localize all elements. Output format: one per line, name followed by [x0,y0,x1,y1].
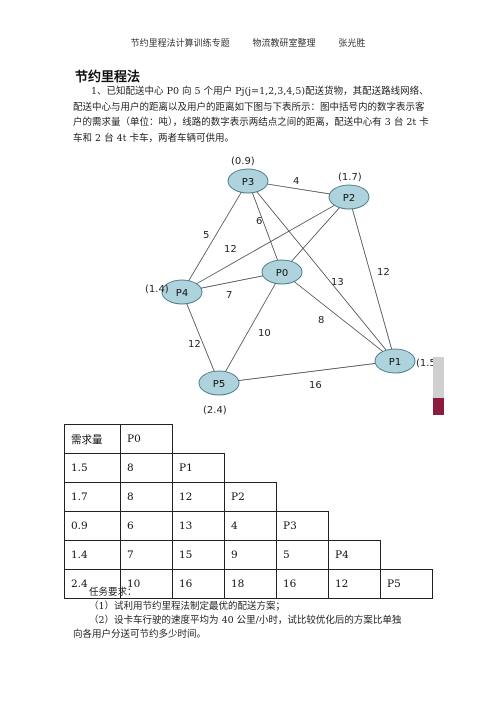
node-p1 [374,348,416,374]
table-cell: P0 [120,424,173,454]
node-label-p2: P2 [343,193,355,204]
requirement-item-2: （2）设卡车行驶的速度平均为 40 公里/小时，试比较优化后的方案比单独 [89,615,402,626]
node-p4 [161,279,203,305]
edges [181,180,396,384]
edge-p4-p5 [181,291,220,384]
table-cell: 1.4 [64,540,121,570]
node-p5 [198,370,240,396]
table-cell: 15 [172,540,225,570]
demand-label-p3: (0.9) [231,156,255,167]
table-cell: 7 [120,540,173,570]
edge-label: 6 [256,216,262,227]
table-cell: 10 [120,569,173,599]
table-row: 需求量 P0 [64,424,433,454]
table-cell: 12 [172,482,225,512]
edge-p2-p4 [181,196,350,293]
header-right: 张光胜 [338,39,366,49]
demand-label-p5: (2.4) [203,405,227,416]
table-cell: 5 [276,540,329,570]
table-row: 1.7 8 12 P2 [64,482,433,512]
edge-p3-p4 [181,180,249,293]
network-diagram: 4 6 5 12 7 13 8 12 10 12 16 P3 P2 P0 P4 … [145,156,440,416]
demand-label-p2: (1.7) [338,172,362,183]
edge-p5-p1 [218,360,396,384]
edge-label: 8 [318,315,324,326]
edge-label: 4 [293,176,299,187]
node-label-p4: P4 [176,288,188,299]
table-cell: 12 [328,569,381,599]
demand-label-p4: (1.4) [145,284,169,295]
edge-p0-p1 [281,271,396,362]
node-label-p0: P0 [276,268,288,279]
requirements-block: 任务要求： （1）试利用节约里程法制定最优的配送方案； （2）设卡车行驶的速度平… [73,586,429,642]
requirements-heading: 任务要求： [89,587,137,598]
table-row: 1.4 7 15 9 5 P4 [64,540,433,570]
edge-label: 12 [377,267,390,278]
table-cell: P2 [224,482,277,512]
margin-bar [433,357,444,415]
table-cell: 18 [224,569,277,599]
node-p2 [328,184,370,210]
table-cell: 0.9 [64,511,121,541]
edge-p2-p0 [281,196,350,273]
table-cell: P1 [172,453,225,483]
table-cell: P4 [328,540,381,570]
table-cell: 6 [120,511,173,541]
table-cell: 1.5 [64,453,121,483]
table-cell: 13 [172,511,225,541]
node-label-p1: P1 [389,357,401,368]
edge-label: 7 [226,290,232,301]
table-cell: P5 [380,569,433,599]
edge-p0-p5 [218,271,283,384]
section-title: 节约里程法 [75,70,141,85]
requirement-item-1: （1）试利用节约里程法制定最优的配送方案； [89,601,286,612]
node-p0 [261,259,303,285]
table-cell: P3 [276,511,329,541]
edge-p3-p1 [247,180,396,362]
table-row: 0.9 6 13 4 P3 [64,511,433,541]
edge-label: 16 [309,380,322,391]
table-cell: 9 [224,540,277,570]
table-cell: 2.4 [64,569,121,599]
edge-label: 5 [203,230,209,241]
requirement-item-3: 向各用户分送可节约多少时间。 [73,629,207,640]
page-header: 节约里程法计算训练专题 物流教研室整理 张光胜 [0,36,496,49]
edge-label: 12 [224,244,237,255]
edge-label: 10 [258,328,271,339]
edge-p2-p1 [348,196,396,362]
node-label-p5: P5 [213,379,225,390]
header-left: 节约里程法计算训练专题 [130,39,230,49]
edge-label: 12 [188,339,201,350]
table-cell: 需求量 [64,424,121,454]
distance-table: 需求量 P0 1.5 8 P1 1.7 8 12 P2 0.9 6 13 4 P… [64,424,433,599]
demand-label-p1: (1.5) [416,358,440,369]
margin-accent [433,398,444,415]
table-cell: 16 [172,569,225,599]
table-cell: 8 [120,453,173,483]
table-cell: 8 [120,482,173,512]
node-label-p3: P3 [242,177,254,188]
edge-p3-p0 [247,180,283,273]
table-row: 2.4 10 16 18 16 12 P5 [64,569,433,599]
table-row: 1.5 8 P1 [64,453,433,483]
table-cell: 16 [276,569,329,599]
table-cell: 4 [224,511,277,541]
node-p3 [227,168,269,194]
edge-label: 13 [331,277,344,288]
header-middle: 物流教研室整理 [252,39,316,49]
problem-statement: 1、已知配送中心 P0 向 5 个用户 Pj(j=1,2,3,4,5)配送货物，… [73,86,429,144]
table-cell: 1.7 [64,482,121,512]
